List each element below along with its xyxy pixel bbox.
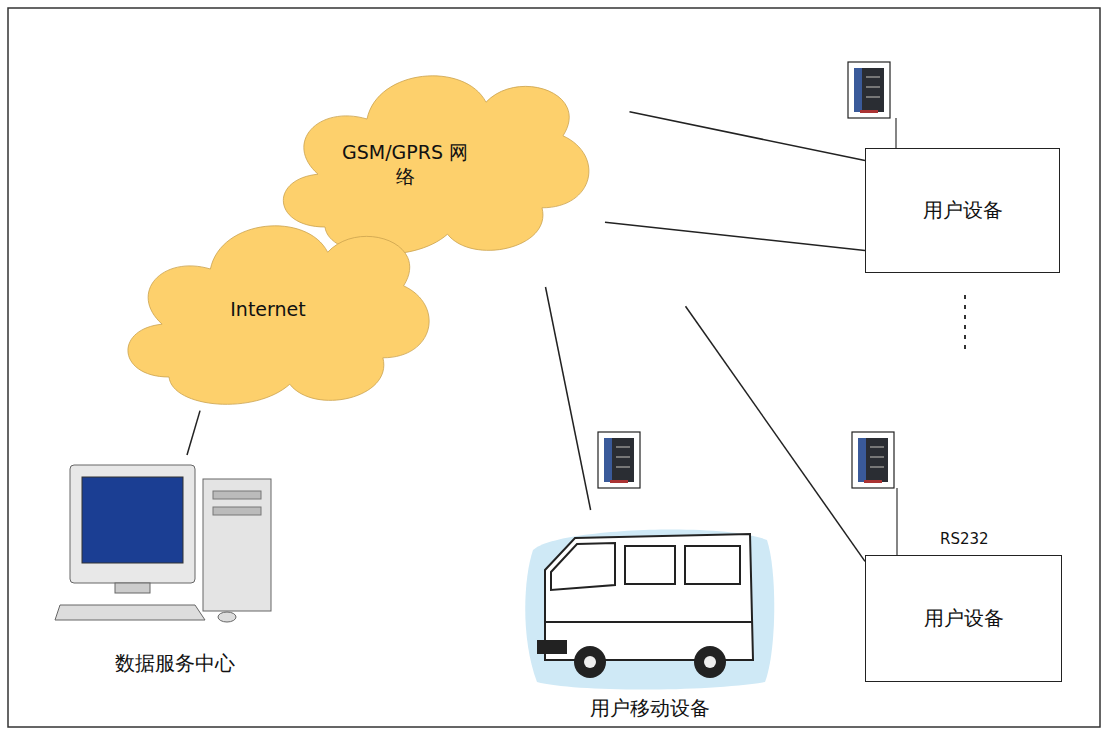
serial-wire [895, 118, 896, 148]
server-computer: 数据服务中心 [55, 455, 295, 680]
gprs-modem [598, 432, 640, 488]
gprs-modem [848, 62, 890, 118]
ellipsis-dots [964, 295, 966, 352]
network-label: Internet [193, 298, 343, 322]
van-illustration [515, 510, 785, 725]
wireless-link [187, 411, 200, 455]
mobile-vehicle: 用户移动设备 [515, 510, 785, 725]
device-label: 用户设备 [924, 606, 1004, 631]
wireless-link [630, 112, 866, 161]
network-cloud: Internet [100, 185, 445, 425]
wireless-link [546, 287, 591, 510]
device-label: 用户设备 [923, 198, 1003, 223]
caption-label: 用户移动设备 [515, 696, 785, 721]
port-label: RS232 [938, 530, 991, 548]
network-label: GSM/GPRS 网络 [340, 141, 470, 189]
computer-illustration [55, 455, 295, 680]
device-box: 用户设备 [865, 555, 1062, 682]
frame [8, 8, 1100, 727]
serial-wire [896, 488, 897, 555]
gprs-modem [852, 432, 894, 488]
wireless-link [605, 222, 865, 250]
device-box: 用户设备 [865, 148, 1060, 273]
caption-label: 数据服务中心 [55, 651, 295, 676]
wireless-link [686, 306, 866, 561]
